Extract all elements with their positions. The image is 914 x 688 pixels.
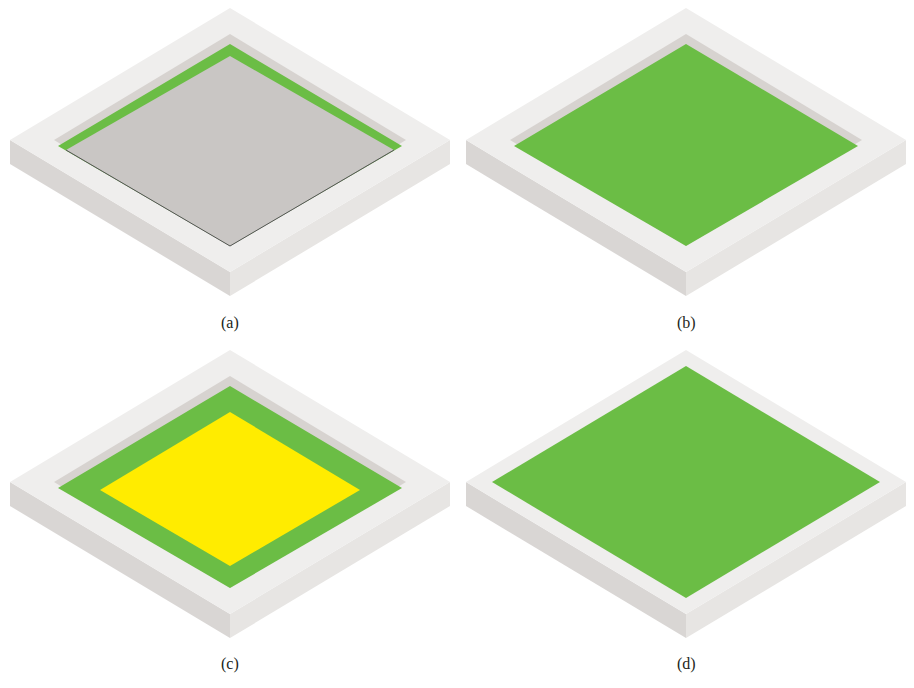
subfigure-label: (b) bbox=[677, 314, 696, 332]
subfigure-label: (c) bbox=[221, 655, 239, 673]
subfigure-label: (d) bbox=[677, 655, 696, 673]
tray-c bbox=[10, 350, 450, 638]
subfigure-label: (a) bbox=[221, 314, 239, 332]
tray-b bbox=[466, 8, 906, 296]
tray-a bbox=[10, 8, 450, 296]
tray-d bbox=[466, 350, 906, 638]
